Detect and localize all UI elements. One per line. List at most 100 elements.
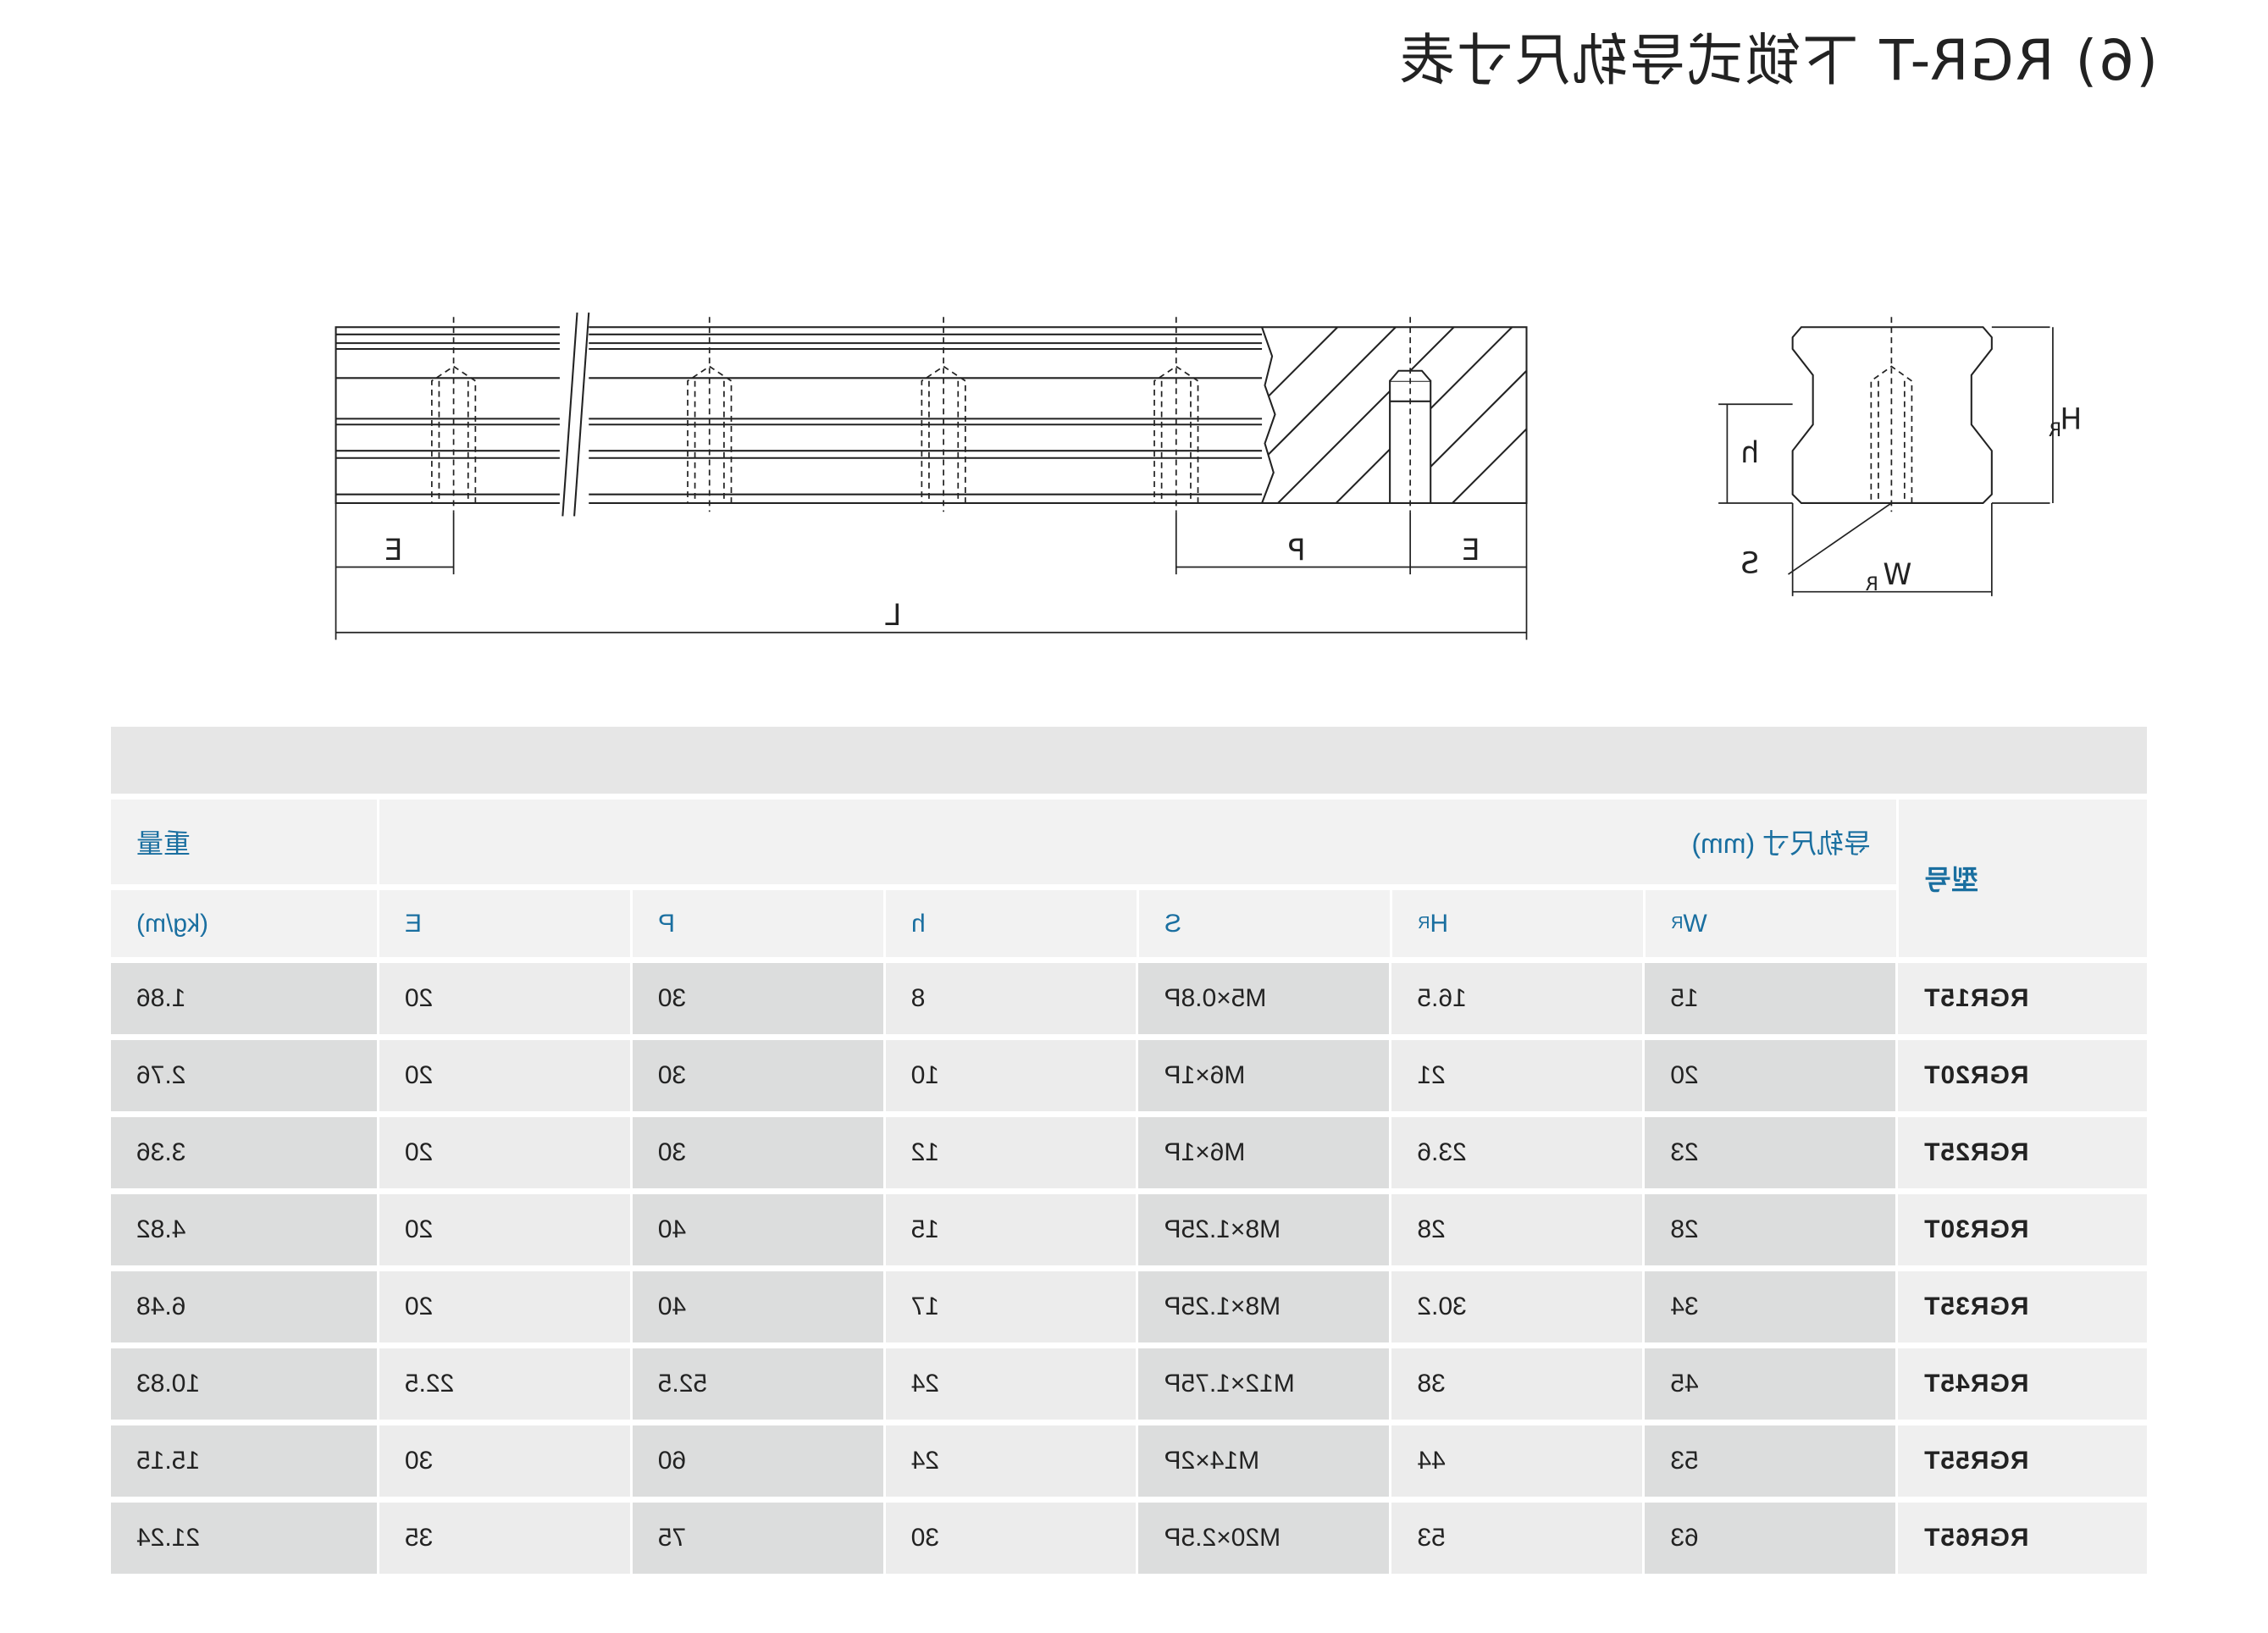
cell-h: 24: [882, 1348, 1137, 1420]
rail-drawing: E P E L H R h S W: [335, 313, 2082, 640]
cell-s: M8×1.25P: [1136, 1271, 1390, 1342]
cell-e: 22.5: [376, 1348, 630, 1420]
cell-p: 60: [629, 1425, 883, 1497]
cell-p: 30: [629, 963, 883, 1034]
cell-model: RGR25T: [1895, 1117, 2147, 1188]
cell-model: RGR15T: [1895, 963, 2147, 1034]
cell-model: RGR35T: [1895, 1271, 2147, 1342]
cell-wr: 34: [1642, 1271, 1896, 1342]
cell-e: 30: [376, 1425, 630, 1497]
cell-weight: 3.36: [111, 1117, 377, 1188]
cell-s: M20×2.5P: [1136, 1503, 1390, 1574]
cell-s: M5×0.8P: [1136, 963, 1390, 1034]
cell-e: 20: [376, 1040, 630, 1111]
header-rail-dimensions: 导轨尺寸 (mm): [377, 800, 1896, 884]
cell-hr: 44: [1389, 1425, 1643, 1497]
cell-wr: 20: [1642, 1040, 1896, 1111]
dim-label-L: L: [885, 599, 901, 633]
cell-h: 8: [882, 963, 1137, 1034]
cell-e: 20: [376, 963, 630, 1034]
cell-wr: 63: [1642, 1503, 1896, 1574]
cell-s: M6×1P: [1136, 1117, 1390, 1188]
cell-e: 20: [376, 1117, 630, 1188]
dimension-lines: [335, 502, 1528, 640]
cell-h: 12: [882, 1117, 1137, 1188]
header-E: E: [377, 890, 630, 957]
cell-hr: 30.2: [1389, 1271, 1643, 1342]
cell-p: 75: [629, 1503, 883, 1574]
cell-p: 40: [629, 1271, 883, 1342]
cell-s: M8×1.25P: [1136, 1194, 1390, 1265]
cell-weight: 1.86: [111, 963, 377, 1034]
cell-h: 17: [882, 1271, 1137, 1342]
header-weight: 重量: [111, 800, 377, 884]
cell-wr: 28: [1642, 1194, 1896, 1265]
dim-label-S: S: [1740, 546, 1759, 580]
dim-label-E-left: E: [384, 534, 403, 567]
cell-hr: 23.6: [1389, 1117, 1643, 1188]
cell-h: 15: [882, 1194, 1137, 1265]
cell-hr: 16.5: [1389, 963, 1643, 1034]
cell-weight: 6.48: [111, 1271, 377, 1342]
dim-label-WR: W: [1883, 558, 1911, 592]
cell-weight: 10.83: [111, 1348, 377, 1420]
cell-s: M6×1P: [1136, 1040, 1390, 1111]
cell-hr: 53: [1389, 1503, 1643, 1574]
cell-s: M12×1.75P: [1136, 1348, 1390, 1420]
svg-text:R: R: [2049, 419, 2062, 441]
cell-e: 20: [376, 1194, 630, 1265]
cell-p: 40: [629, 1194, 883, 1265]
cell-p: 52.5: [629, 1348, 883, 1420]
header-weight-unit: (kg/m): [111, 890, 377, 957]
cell-model: RGR45T: [1895, 1348, 2147, 1420]
cell-weight: 4.82: [111, 1194, 377, 1265]
cell-h: 24: [882, 1425, 1137, 1497]
cell-p: 30: [629, 1040, 883, 1111]
header-S: S: [1137, 890, 1390, 957]
header-model: 型号: [1896, 800, 2147, 957]
cell-model: RGR30T: [1895, 1194, 2147, 1265]
rail-side-view: E P E L: [335, 313, 1528, 640]
cell-e: 35: [376, 1503, 630, 1574]
cell-p: 30: [629, 1117, 883, 1188]
cell-hr: 38: [1389, 1348, 1643, 1420]
cell-wr: 53: [1642, 1425, 1896, 1497]
cell-hr: 28: [1389, 1194, 1643, 1265]
cell-weight: 2.76: [111, 1040, 377, 1111]
rail-cross-section: H R h S W R: [1718, 317, 2082, 596]
dim-label-h: h: [1740, 436, 1759, 470]
cell-weight: 15.15: [111, 1425, 377, 1497]
cell-hr: 21: [1389, 1040, 1643, 1111]
cell-model: RGR20T: [1895, 1040, 2147, 1111]
dim-label-E-right: E: [1462, 534, 1480, 567]
cell-h: 30: [882, 1503, 1137, 1574]
svg-text:R: R: [1865, 573, 1878, 595]
cell-wr: 15: [1642, 963, 1896, 1034]
cell-model: RGR55T: [1895, 1425, 2147, 1497]
cell-weight: 21.24: [111, 1503, 377, 1574]
cell-model: RGR65T: [1895, 1503, 2147, 1574]
header-P: P: [630, 890, 883, 957]
cell-wr: 45: [1642, 1348, 1896, 1420]
cell-wr: 23: [1642, 1117, 1896, 1188]
header-h: h: [883, 890, 1137, 957]
dim-label-HR: H: [2060, 402, 2082, 436]
cell-e: 20: [376, 1271, 630, 1342]
dim-label-P: P: [1288, 534, 1306, 567]
table-top-bar: [111, 727, 2147, 794]
cell-h: 10: [882, 1040, 1137, 1111]
